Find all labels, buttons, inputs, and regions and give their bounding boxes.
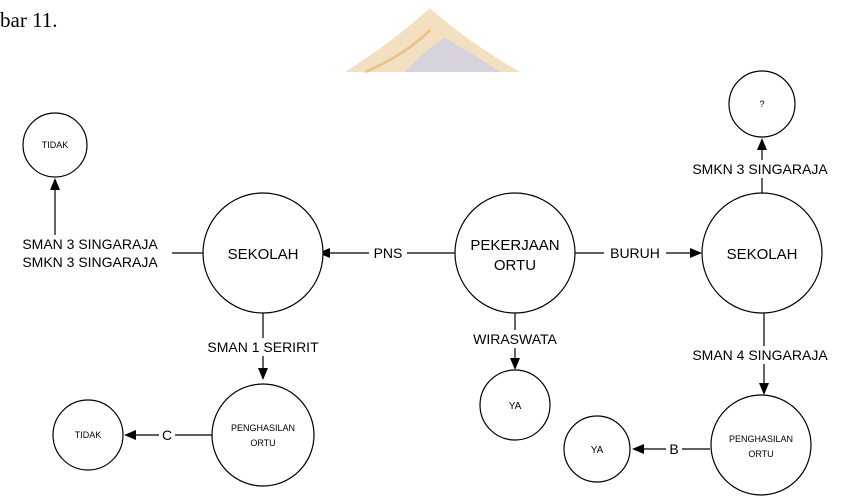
arrowhead-buruh bbox=[690, 248, 702, 258]
edge-label-sman4: SMAN 4 SINGARAJA bbox=[692, 347, 828, 363]
node-ya-right bbox=[563, 415, 631, 483]
arrowhead-wiraswata bbox=[510, 358, 520, 370]
node-question bbox=[728, 70, 796, 138]
edge-label-sman3: SMAN 3 SINGARAJA bbox=[22, 236, 158, 252]
node-ya-middle bbox=[479, 369, 551, 441]
node-tidak-bottom bbox=[52, 399, 124, 471]
arrowhead-sman3-smkn3 bbox=[50, 178, 60, 190]
edge-label-b: B bbox=[669, 441, 678, 457]
node-penghasilan-right bbox=[710, 394, 812, 496]
arrowhead-sman4 bbox=[759, 383, 769, 395]
node-tidak-top bbox=[22, 112, 88, 178]
node-sekolah-left bbox=[202, 192, 324, 314]
node-pekerjaan-ortu-line2: ORTU bbox=[494, 257, 536, 274]
arrowhead-b bbox=[632, 444, 644, 454]
edge-label-smkn3: SMKN 3 SINGARAJA bbox=[22, 254, 158, 270]
node-tidak-top-label: TIDAK bbox=[42, 140, 69, 150]
node-sekolah-left-label: SEKOLAH bbox=[228, 246, 299, 263]
arrowhead-sman1 bbox=[258, 368, 268, 380]
node-pekerjaan-ortu bbox=[454, 192, 576, 314]
edge-label-c: C bbox=[162, 427, 172, 443]
edge-label-buruh: BURUH bbox=[610, 245, 660, 261]
node-penghasilan-right-line2: ORTU bbox=[748, 449, 773, 459]
edge-label-pns: PNS bbox=[374, 245, 403, 261]
node-sekolah-right-label: SEKOLAH bbox=[727, 246, 798, 263]
arrowhead-c bbox=[124, 430, 136, 440]
edge-label-sman1: SMAN 1 SERIRIT bbox=[207, 339, 319, 355]
watermark-logo-icon bbox=[345, 8, 520, 74]
edge-label-smkn3-right: SMKN 3 SINGARAJA bbox=[692, 161, 828, 177]
edge-label-wiraswata: WIRASWATA bbox=[473, 331, 557, 347]
node-penghasilan-left bbox=[211, 383, 315, 487]
arrowhead-pns bbox=[318, 248, 330, 258]
node-penghasilan-left-line2: ORTU bbox=[250, 438, 275, 448]
arrowhead-smkn3 bbox=[757, 138, 767, 150]
node-question-label: ? bbox=[759, 99, 764, 109]
node-tidak-bottom-label: TIDAK bbox=[75, 430, 102, 440]
node-penghasilan-left-line1: PENGHASILAN bbox=[231, 423, 295, 433]
node-sekolah-right bbox=[701, 192, 823, 314]
node-ya-middle-label: YA bbox=[509, 401, 522, 412]
node-pekerjaan-ortu-line1: PEKERJAAN bbox=[470, 237, 559, 254]
node-penghasilan-right-line1: PENGHASILAN bbox=[729, 434, 793, 444]
figure-caption: bar 11. bbox=[0, 8, 58, 32]
node-ya-right-label: YA bbox=[591, 445, 604, 456]
